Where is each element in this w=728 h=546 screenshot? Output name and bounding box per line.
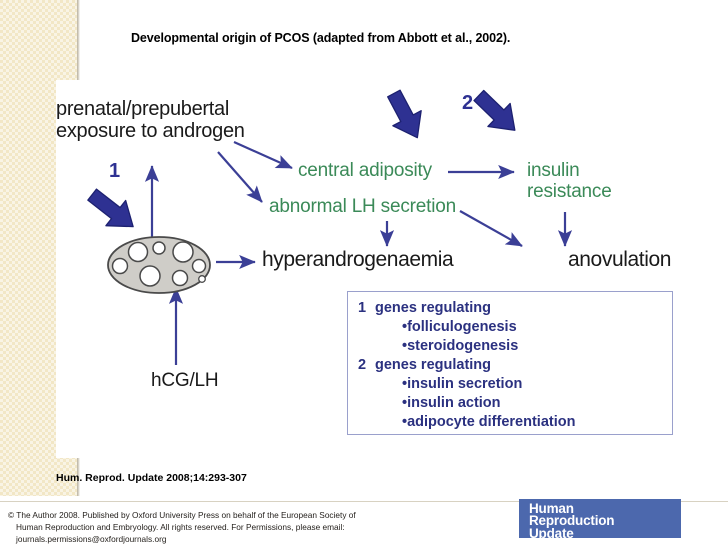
ovary-illustration (107, 236, 211, 294)
legend-item: •adipocyte differentiation (402, 413, 576, 430)
copyright-line-2: Human Reproduction and Embryology. All r… (16, 521, 345, 532)
legend-item: •steroidogenesis (402, 337, 519, 354)
legend-group-1-number: 1 (358, 300, 367, 316)
arrow-androgen-to-abnormal-lh (217, 151, 263, 203)
copyright-notice: © The Author 2008. Published by Oxford U… (8, 510, 428, 545)
journal-logo-line-3: Update (529, 525, 574, 538)
marker-label-two: 2 (462, 92, 474, 114)
node-central-adiposity: central adiposity (298, 160, 432, 181)
copyright-line-1: © The Author 2008. Published by Oxford U… (8, 510, 356, 520)
arrow-lh-to-anovulation (459, 210, 523, 247)
legend-group-2-heading: 2 genes regulating (358, 356, 672, 375)
pcos-pathway-diagram: prenatal/prepubertal exposure to androge… (56, 80, 680, 458)
thick-arrow-marker-two-left (387, 89, 422, 139)
legend-group-2-number: 2 (358, 356, 367, 373)
node-hcg-lh: hCG/LH (151, 370, 219, 391)
node-insulin-resistance: insulin resistance (527, 160, 612, 203)
legend-item: •insulin secretion (402, 375, 523, 392)
gene-legend-box: 1 genes regulating •folliculogenesis •ste… (347, 291, 673, 435)
marker-label-one: 1 (109, 160, 121, 182)
node-insulin-line-1: insulin (527, 160, 580, 181)
node-hyperandrogenaemia: hyperandrogenaemia (262, 248, 454, 271)
diagram-graphics-layer (87, 89, 573, 365)
legend-group-1-heading: 1 genes regulating (358, 299, 672, 318)
legend-group-1-heading-text: genes regulating (375, 300, 492, 316)
legend-group-2-heading-text: genes regulating (375, 356, 492, 373)
node-anovulation: anovulation (568, 248, 672, 271)
journal-citation: Hum. Reprod. Update 2008;14:293-307 (56, 472, 247, 484)
legend-item: •insulin action (402, 394, 501, 411)
node-prenatal-androgen-exposure: prenatal/prepubertal exposure to androge… (56, 98, 245, 143)
legend-item: •folliculogenesis (402, 318, 517, 335)
thick-arrow-marker-one (87, 188, 134, 228)
node-androgen-line-2: exposure to androgen (56, 120, 245, 143)
arrow-androgen-to-central-adiposity (233, 140, 293, 170)
copyright-email: journals.permissions@oxfordjournals.org (16, 533, 167, 544)
footer-divider (0, 501, 728, 502)
thick-arrow-marker-two-right (473, 89, 516, 131)
node-abnormal-lh-secretion: abnormal LH secretion (269, 196, 456, 217)
node-insulin-line-2: resistance (527, 181, 612, 203)
page-title: Developmental origin of PCOS (adapted fr… (131, 31, 511, 45)
journal-logo: Human Reproduction Update (519, 499, 681, 538)
journal-logo-line-2: Reproduction (529, 513, 615, 529)
node-androgen-line-1: prenatal/prepubertal (56, 98, 230, 120)
journal-logo-line-1: Human (529, 501, 574, 516)
